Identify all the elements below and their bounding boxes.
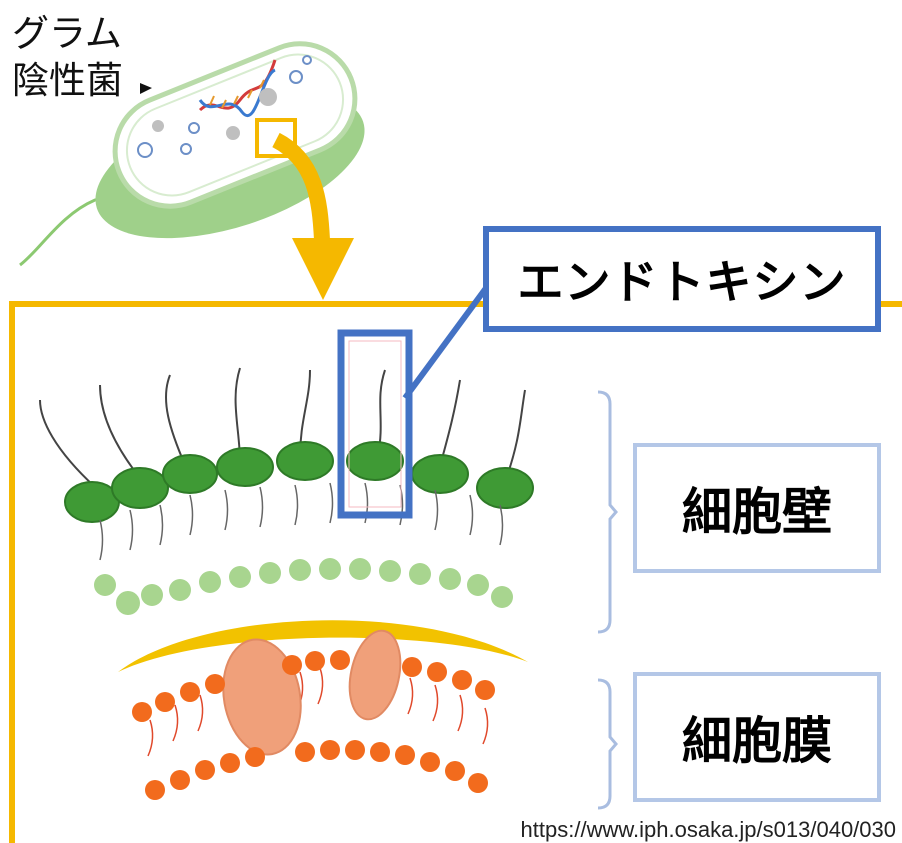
plasmid [137,142,153,158]
gram-negative-label-line1: グラム [12,12,122,55]
cell-wall-label: 細胞壁 [682,483,832,541]
source-url: https://www.iph.osaka.jp/s013/040/030 [520,817,896,842]
endotoxin-label: エンドトキシン [517,255,847,309]
endotoxin-label-box: エンドトキシン [483,226,881,332]
ribosome [152,120,164,132]
plasmid [180,143,192,155]
bacterium-illustration [19,41,365,267]
plasmid [188,122,200,134]
endotoxin-inner-outline [348,340,402,508]
ribosome [259,88,277,106]
plasmid [302,55,312,65]
outer-membrane-inner-leaflet [94,558,513,615]
pointer-arrowhead [140,83,152,94]
endotoxin-highlight-box [337,329,413,519]
plasmid [289,70,303,84]
cell-membrane-label-box: 細胞膜 [633,672,881,802]
cell-membrane-label: 細胞膜 [682,712,832,770]
membrane-proteins [222,629,402,756]
callout-line [402,282,492,400]
inner-membrane-tails [147,667,489,757]
inner-membrane-upper-heads [132,650,495,722]
lps-head-groups [64,441,534,523]
cell-wall-bracket [597,390,618,634]
bacterium-inner-wall [125,53,345,197]
gram-negative-label: グラム 陰性菌 [12,10,123,104]
gram-negative-label-line2: 陰性菌 [12,59,123,102]
zoom-region-marker [255,118,297,158]
outer-membrane-tails [99,482,504,561]
ribosome [226,126,240,140]
cell-membrane-bracket [597,678,618,810]
down-arrow-icon [272,132,354,300]
dna-helix-icon [198,59,277,117]
bacterium-body [112,41,358,209]
cell-wall-label-box: 細胞壁 [633,443,881,573]
peptidoglycan-layer [118,620,528,672]
inner-membrane-lower-heads [145,740,488,800]
